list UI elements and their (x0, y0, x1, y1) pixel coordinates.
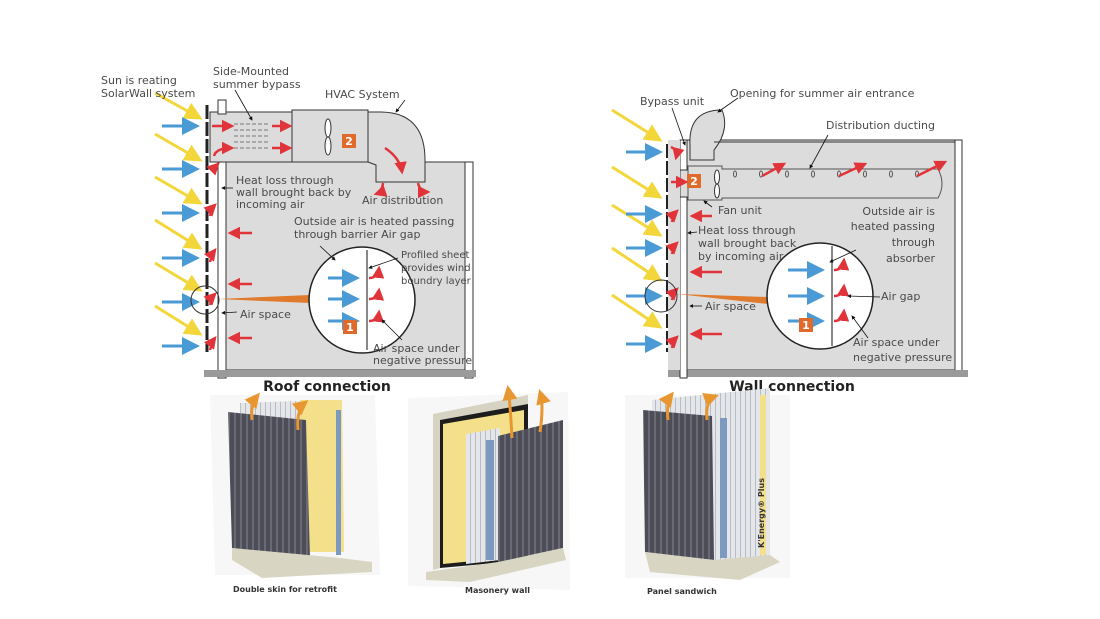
base-slab (645, 552, 780, 580)
roof-building-right-wall (464, 161, 474, 379)
sun-rays (154, 91, 203, 336)
hvac-label: HVAC System (325, 88, 400, 101)
base-slab (426, 548, 566, 582)
panel-masonery-wall: Masonery wall (408, 385, 570, 595)
wall-detail-badge (799, 318, 813, 332)
fan-badge-text: 2 (690, 175, 698, 188)
hvac-badge-text: 2 (345, 135, 353, 148)
air-space-label: Air space (240, 308, 291, 321)
wall-building-wall (679, 196, 688, 379)
air-gap-label: Air gap (881, 290, 920, 303)
fan-badge (687, 174, 701, 188)
roof-detail-leader (218, 295, 310, 303)
wall-detail-focus (644, 279, 678, 313)
base-slab (232, 548, 372, 578)
fan-icon (324, 118, 332, 156)
rail (720, 418, 727, 558)
detail-badge (343, 320, 357, 334)
liner-sheet (466, 428, 500, 564)
wall-air-space-label: Air space (705, 300, 756, 313)
roof-detail-focus (190, 285, 220, 315)
masonry-frame (433, 395, 528, 570)
bypass-unit-label: Bypass unit (640, 95, 705, 108)
panel-sandwich: K'Energy® Plus Panel sandwich (625, 388, 790, 596)
wall-leader-lines (671, 97, 881, 339)
hvac-badge (342, 134, 356, 148)
warm-air-arrows (203, 119, 431, 351)
warm-air-outlet-arrows (502, 385, 551, 439)
wall-detail-badge-text: 1 (802, 319, 810, 332)
insulation-edge (760, 395, 766, 555)
wall-detail-leader (677, 294, 768, 304)
wall-sun-rays (611, 108, 663, 329)
rail (336, 410, 341, 555)
wall-detail-warm-air (833, 257, 850, 323)
detail-badge-text: 1 (346, 321, 354, 334)
wall-building-right-wall (954, 139, 963, 377)
air-space-cavity (668, 140, 680, 370)
air-distribution-label: Air distribution (362, 194, 443, 207)
panel-caption: Double skin for retrofit (233, 585, 337, 594)
roof-floor (204, 370, 476, 377)
bypass-unit (679, 139, 688, 171)
wall-fan-icon (714, 169, 720, 199)
roof-connection-diagram: 2 (101, 65, 476, 395)
corrugated-absorber (228, 412, 310, 558)
panel-caption: Panel sandwich (647, 587, 717, 596)
bypass-cap (217, 99, 227, 115)
warm-air-outlet-arrows (658, 391, 719, 421)
warm-air-outlet-arrows (244, 392, 309, 431)
insulation (300, 400, 344, 552)
wall-floor (668, 370, 968, 377)
ducting-label: Distribution ducting (826, 119, 935, 132)
fan-unit-label: Fan unit (718, 204, 763, 217)
panel-caption: Masonery wall (465, 586, 530, 595)
corrugated-absorber (498, 420, 563, 562)
distribution-duct (687, 165, 943, 201)
detail-warm-air (368, 265, 385, 323)
roof-connection-title: Roof connection (263, 379, 391, 395)
opening-label: Opening for summer air entrance (730, 87, 915, 100)
hvac-duct-elbow (367, 111, 426, 183)
wall-connection-diagram: 2 1 (611, 87, 968, 395)
roof-leader-lines (221, 89, 406, 341)
corrugated-absorber (643, 410, 714, 560)
wall-warm-air-arrows (665, 145, 948, 349)
wall-cold-air-arrows (626, 143, 663, 353)
cold-air-arrows (162, 117, 200, 355)
rail (486, 440, 494, 560)
summer-opening-hood (689, 109, 726, 161)
roof-building-wall (217, 161, 227, 379)
panel-double-skin: Double skin for retrofit (210, 392, 380, 594)
kenergy-label: K'Energy® Plus (757, 478, 766, 548)
